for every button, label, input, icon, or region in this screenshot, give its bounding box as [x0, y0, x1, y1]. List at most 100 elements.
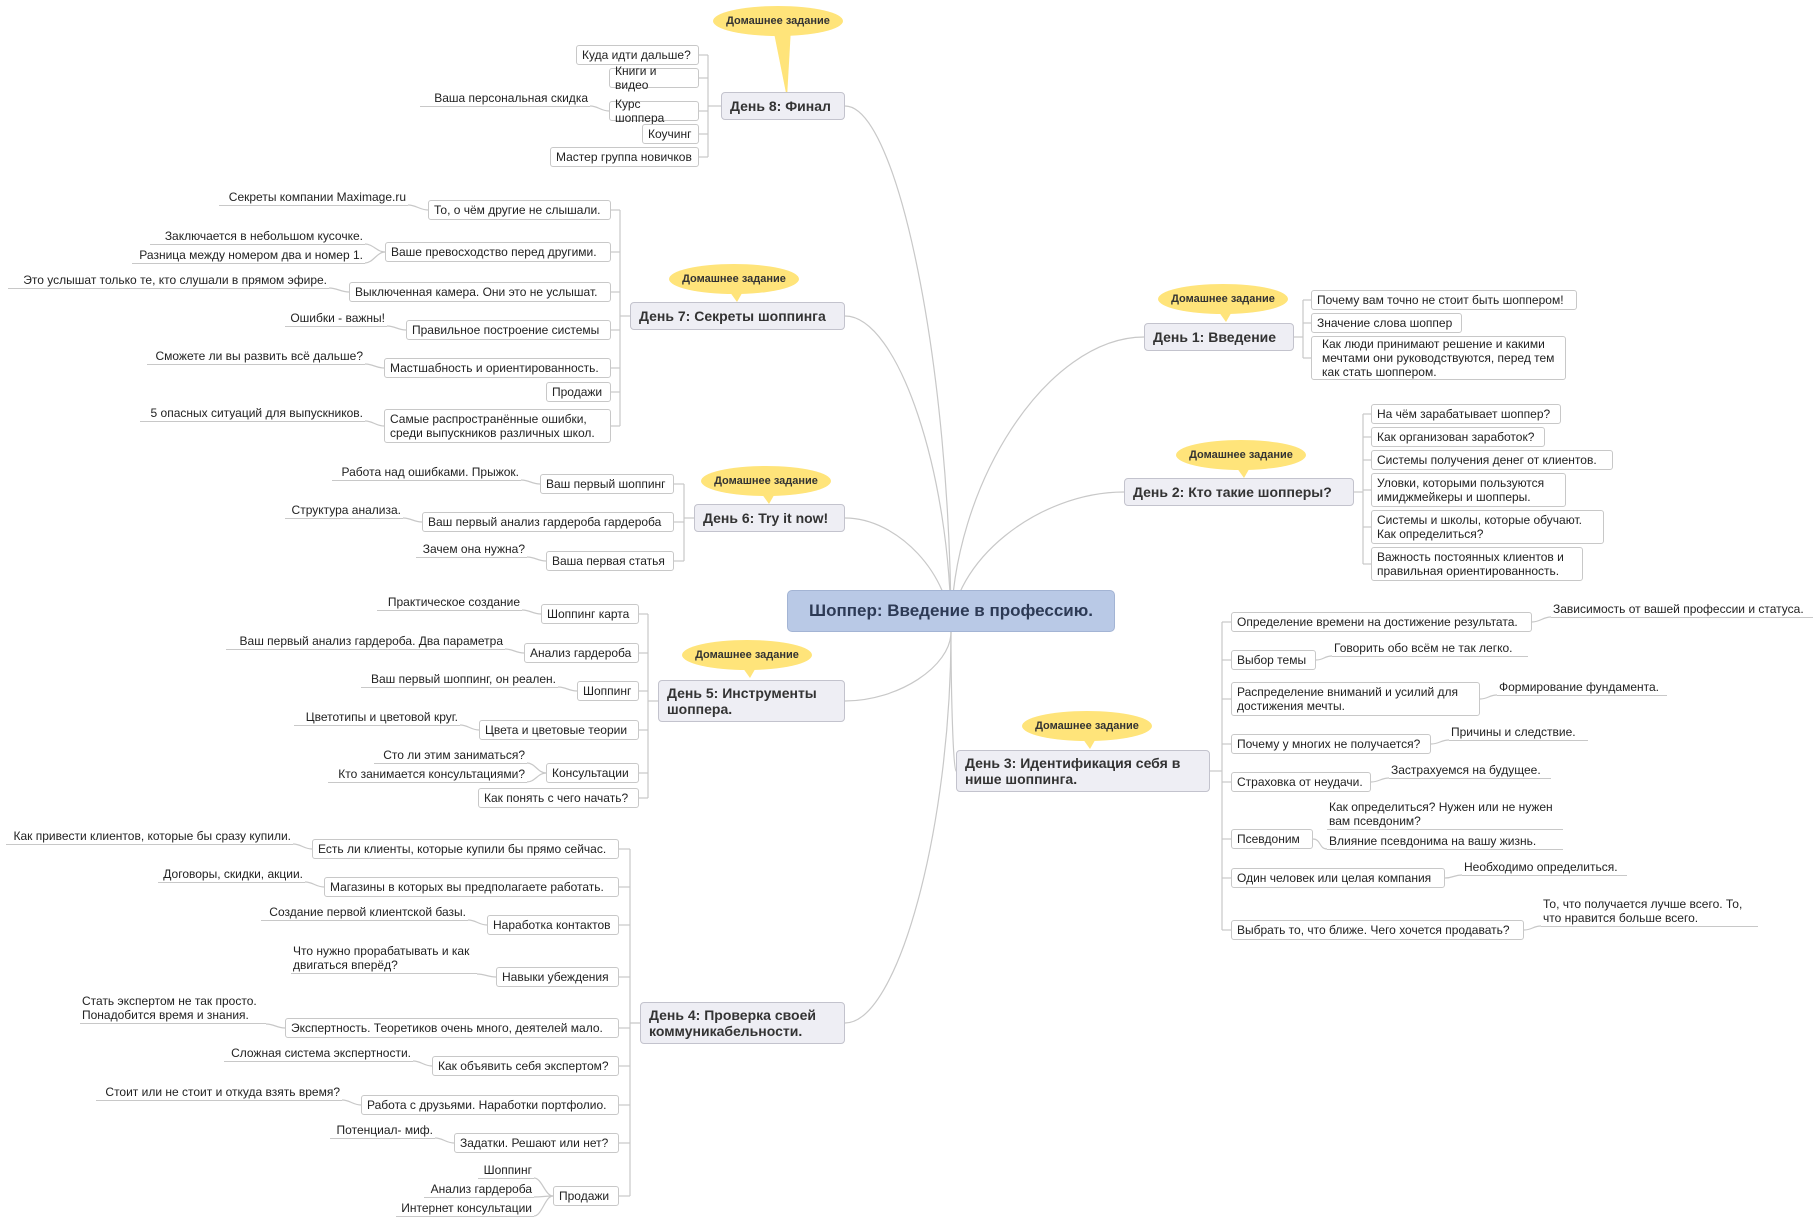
day4-note: Как привести клиентов, которые бы сразу … — [6, 829, 293, 845]
topic-day1[interactable]: День 1: Введение — [1144, 323, 1294, 351]
note-connector — [557, 686, 578, 692]
main-connector — [844, 631, 952, 1024]
topic-day5[interactable]: День 5: Инструменты шоппера. — [658, 680, 845, 722]
day8-item[interactable]: Книги и видео — [609, 64, 699, 92]
day8-item[interactable]: Мастер группа новичков — [550, 147, 699, 167]
day7-item[interactable]: То, о чём другие не слышали. — [428, 200, 611, 220]
day8-item[interactable]: Куда идти дальше? — [576, 45, 699, 65]
day4-note: Анализ гардероба — [424, 1182, 534, 1198]
day3-item[interactable]: Один человек или целая компания — [1231, 868, 1445, 888]
day2-item[interactable]: Уловки, которыми пользуются имиджмейкеры… — [1371, 473, 1566, 507]
day5-note: Сто ли этим заниматься? — [374, 748, 527, 764]
main-connector — [950, 336, 1145, 633]
callout-label: Домашнее задание — [726, 15, 830, 27]
day3-item[interactable]: Псевдоним — [1231, 829, 1313, 849]
callout-label: Домашнее задание — [1171, 293, 1275, 305]
day4-item[interactable]: Работа с друзьями. Наработки портфолио. — [361, 1095, 619, 1115]
topic-day6[interactable]: День 6: Try it now! — [694, 504, 845, 532]
note-connector — [1523, 925, 1542, 931]
day5-note: Ваш первый анализ гардероба. Два парамет… — [226, 634, 505, 650]
day4-item[interactable]: Задатки. Решают или нет? — [454, 1133, 619, 1153]
day5-item[interactable]: Цвета и цветовые теории — [479, 720, 639, 740]
day2-item[interactable]: Важность постоянных клиентов и правильна… — [1371, 547, 1583, 581]
day8-item[interactable]: Коучинг — [642, 124, 699, 144]
day3-item[interactable]: Определение времени на достижение резуль… — [1231, 612, 1532, 632]
day7-item[interactable]: Правильное построение системы — [406, 320, 611, 340]
main-connector — [844, 105, 952, 633]
day5-note: Цветотипы и цветовой круг. — [294, 710, 460, 726]
day4-item[interactable]: Продажи — [553, 1186, 619, 1206]
day6-item[interactable]: Ваша первая статья — [546, 551, 674, 571]
day2-item[interactable]: Системы и школы, которые обучают. Как оп… — [1371, 510, 1604, 544]
callout-label: Домашнее задание — [682, 273, 786, 285]
note-connector — [1315, 655, 1333, 661]
note-connector — [520, 479, 541, 485]
main-connector — [950, 631, 957, 772]
day5-item[interactable]: Анализ гардероба — [524, 643, 639, 663]
day5-item[interactable]: Как понять с чего начать? — [478, 788, 639, 808]
note-connector — [364, 243, 386, 253]
day3-note: Застрахуемся на будущее. — [1389, 763, 1551, 779]
central-topic[interactable]: Шоппер: Введение в профессию. — [787, 590, 1115, 632]
day7-item[interactable]: Продажи — [546, 382, 611, 402]
topic-day8[interactable]: День 8: Финал — [721, 92, 845, 120]
day7-item[interactable]: Ваше превосходство перед другими. — [385, 242, 611, 262]
day4-note: Договоры, скидки, акции. — [158, 867, 305, 883]
day4-note: Стоит или не стоит и откуда взять время? — [96, 1085, 342, 1101]
day6-note: Зачем она нужна? — [416, 542, 527, 558]
note-connector — [526, 762, 547, 774]
note-connector — [402, 517, 423, 523]
day7-item[interactable]: Мастшабность и ориентированность. — [384, 358, 611, 378]
note-connector — [341, 1099, 362, 1106]
day4-note: Создание первой клиентской базы. — [261, 905, 468, 921]
callout-label: Домашнее задание — [695, 649, 799, 661]
day2-item[interactable]: Системы получения денег от клиентов. — [1371, 450, 1613, 470]
day6-item[interactable]: Ваш первый анализ гардероба гардероба — [422, 512, 674, 532]
day3-note: Причины и следствие. — [1449, 725, 1588, 741]
callout-day7: Домашнее задание — [669, 264, 799, 302]
note-connector — [1312, 838, 1328, 850]
day3-item[interactable]: Страховка от неудачи. — [1231, 772, 1371, 792]
topic-day4[interactable]: День 4: Проверка своей коммуникабельност… — [640, 1002, 845, 1044]
day5-note: Кто занимается консультациями? — [328, 767, 527, 783]
day4-item[interactable]: Наработка контактов — [487, 915, 619, 935]
main-connector — [844, 631, 952, 702]
note-connector — [328, 287, 350, 293]
day5-item[interactable]: Консультации — [546, 763, 639, 783]
day4-item[interactable]: Как объявить себя экспертом? — [432, 1056, 619, 1076]
callout-day1: Домашнее задание — [1158, 284, 1288, 322]
day1-item[interactable]: Как люди принимают решение и какими мечт… — [1311, 336, 1566, 380]
day1-item[interactable]: Значение слова шоппер — [1311, 313, 1462, 333]
day6-item[interactable]: Ваш первый шоппинг — [540, 474, 674, 494]
day5-item[interactable]: Шоппинг карта — [541, 604, 639, 624]
day4-item[interactable]: Магазины в которых вы предполагаете рабо… — [324, 877, 619, 897]
topic-day2[interactable]: День 2: Кто такие шопперы? — [1124, 478, 1354, 506]
callout-day6: Домашнее задание — [701, 466, 831, 504]
callout-day2: Домашнее задание — [1176, 440, 1306, 478]
day3-item[interactable]: Распределение вниманий и усилий для дост… — [1231, 682, 1480, 716]
day2-item[interactable]: На чём зарабатывает шоппер? — [1371, 404, 1561, 424]
day3-item[interactable]: Выбор темы — [1231, 650, 1316, 670]
day6-note: Структура анализа. — [285, 503, 403, 519]
note-connector — [526, 772, 547, 783]
day7-item[interactable]: Выключенная камера. Они это не услышат. — [349, 282, 611, 302]
topic-day7[interactable]: День 7: Секреты шоппинга — [630, 302, 845, 330]
day8-item[interactable]: Курс шоппера — [609, 97, 699, 125]
day3-note: Зависимость от вашей профессии и статуса… — [1551, 602, 1813, 618]
day4-item[interactable]: Экспертность. Теоретиков очень много, де… — [285, 1018, 619, 1038]
day3-item[interactable]: Почему у многих не получается? — [1231, 734, 1431, 754]
day4-note: Потенциал- миф. — [330, 1123, 435, 1139]
day4-item[interactable]: Навыки убеждения — [496, 967, 619, 987]
note-connector — [364, 363, 385, 369]
day1-item[interactable]: Почему вам точно не стоит быть шоппером! — [1311, 290, 1577, 310]
note-connector — [364, 251, 386, 264]
day4-item[interactable]: Есть ли клиенты, которые купили бы прямо… — [312, 839, 619, 859]
day2-item[interactable]: Как организован заработок? — [1371, 427, 1545, 447]
note-connector — [1479, 694, 1498, 700]
day7-item[interactable]: Самые распространённые ошибки, среди вып… — [384, 409, 611, 443]
day3-item[interactable]: Выбрать то, что ближе. Чего хочется прод… — [1231, 920, 1524, 940]
topic-day3[interactable]: День 3: Идентификация себя в нише шоппин… — [956, 750, 1210, 792]
day5-item[interactable]: Шоппинг — [577, 681, 639, 701]
note-connector — [533, 1195, 554, 1217]
day7-note: Разница между номером два и номер 1. — [132, 248, 365, 264]
